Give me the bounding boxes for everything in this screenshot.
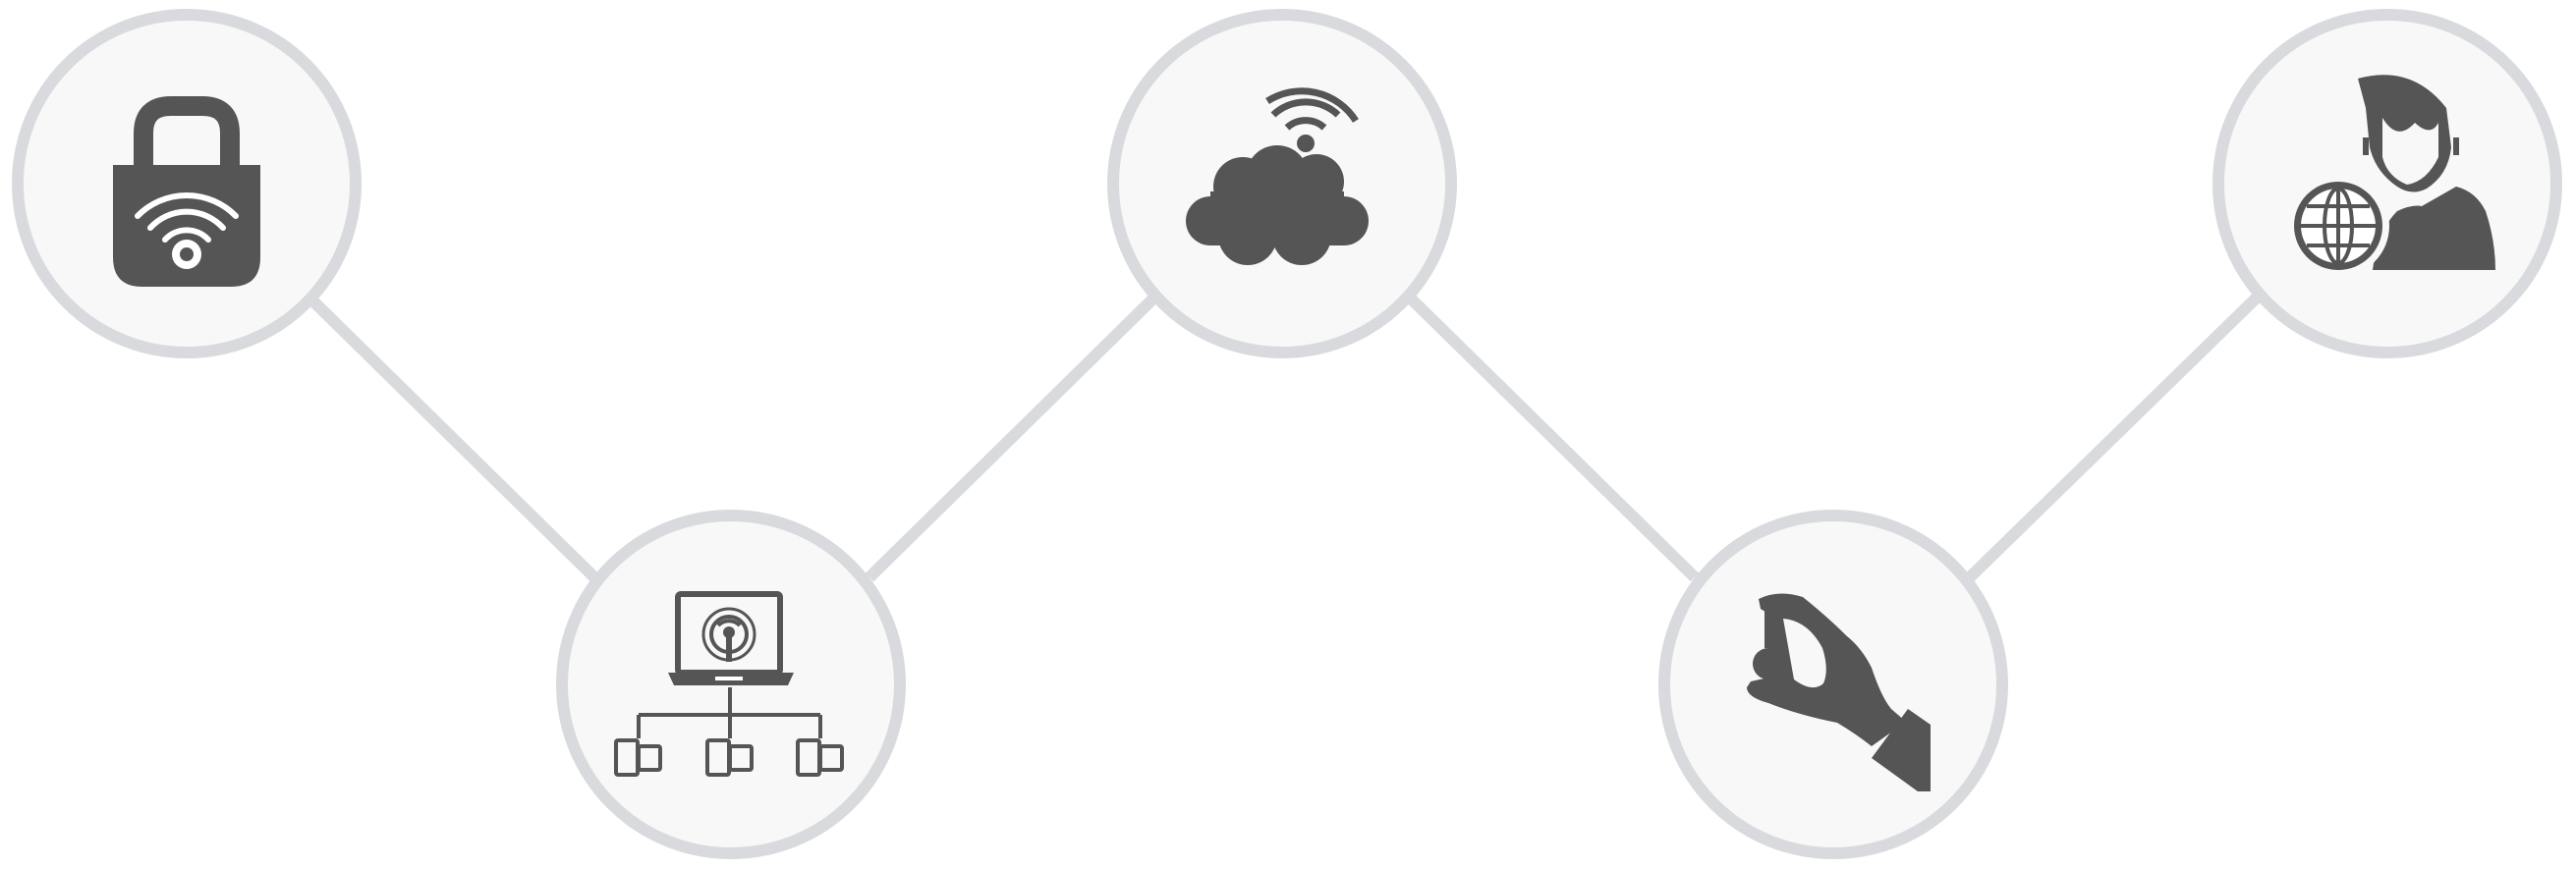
node-wifi-cloud <box>1107 9 1457 358</box>
hand-holding-coin-icon <box>1747 593 1931 791</box>
device-icon <box>614 738 662 777</box>
node-wifi-lock <box>12 9 362 358</box>
node-laptop-network <box>556 510 906 859</box>
connectors <box>305 293 2262 582</box>
connector-cloud-to-hand <box>1405 293 1700 582</box>
laptop-broadcast-network-icon <box>614 591 844 777</box>
connector-lock-to-laptop <box>305 293 599 582</box>
node-hand-coin <box>1658 510 2008 859</box>
connector-hand-to-person <box>1965 293 2262 582</box>
person-globe-icon <box>2287 75 2495 277</box>
connector-laptop-to-cloud <box>865 293 1159 582</box>
padlock-wifi-icon <box>113 96 260 287</box>
device-icon <box>796 738 844 777</box>
device-icon <box>705 738 754 777</box>
node-circle <box>2212 9 2562 358</box>
cloud-wifi-icon <box>1186 87 1369 265</box>
node-global-support <box>2212 9 2562 358</box>
